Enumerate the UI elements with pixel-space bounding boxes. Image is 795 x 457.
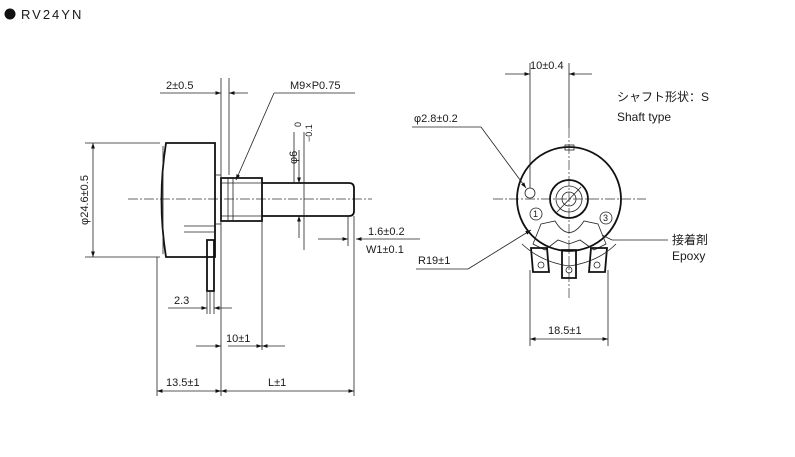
- front-epoxy-area: [532, 220, 607, 251]
- front-terminal-hole-mid: [565, 266, 573, 274]
- dim-body-len: 13.5±1: [166, 377, 200, 389]
- dim-bushing-len: 10±1: [226, 333, 250, 345]
- dim-shaft-dia-lower-tol: −0.1: [304, 124, 314, 142]
- front-shaft-slot: [556, 186, 582, 213]
- front-shaft-outer: [549, 179, 589, 219]
- dim-bushing-thickness: 2±0.5: [166, 80, 193, 92]
- front-terminal-lug-mid: [561, 249, 577, 279]
- epoxy-jp: 接着剤: [672, 232, 708, 247]
- dim-flat-depth: 1.6±0.2: [368, 226, 405, 238]
- thread-leader-line: [235, 92, 275, 181]
- epoxy-en: Epoxy: [672, 249, 705, 263]
- side-body: [160, 142, 216, 258]
- terminal-1-marker: [529, 207, 543, 221]
- hole-leader-line: [480, 126, 527, 189]
- side-view: 2±0.5 M9×P0.75 φ6 0 −0.1 φ24.6±0.5 1.6±0…: [79, 78, 420, 396]
- dim-hole: φ2.8±0.2: [414, 113, 458, 125]
- side-bushing-thread: [221, 178, 262, 221]
- terminal-3-label: 3: [603, 213, 608, 223]
- title-block: RV24YN: [4, 7, 83, 22]
- front-terminal-lug-left: [530, 247, 550, 273]
- title-bullet-icon: [4, 8, 16, 20]
- shaft-type-en: Shaft type: [617, 110, 671, 124]
- radius-leader-line: [467, 229, 532, 270]
- dim-shaft-dia-upper-tol: 0: [293, 122, 303, 127]
- dim-radius: R19±1: [418, 255, 450, 267]
- front-hole: [524, 187, 536, 199]
- dim-width: 18.5±1: [548, 325, 582, 337]
- dim-thread: M9×P0.75: [290, 80, 340, 92]
- terminal-1-label: 1: [533, 209, 538, 219]
- front-shaft-inner: [555, 185, 583, 213]
- front-body-circle: [516, 146, 622, 252]
- front-terminal-hole-left: [537, 261, 545, 269]
- dim-body-dia: φ24.6±0.5: [79, 175, 91, 225]
- dim-shaft-len: L±1: [268, 377, 286, 389]
- title: RV24YN: [21, 7, 83, 22]
- dim-shaft-dia: φ6: [288, 151, 300, 164]
- front-terminal-lug-right: [588, 247, 608, 273]
- side-shaft: [262, 182, 355, 217]
- front-shaft-core: [561, 191, 577, 207]
- front-key-notch: [564, 144, 575, 151]
- radius-arc: [521, 243, 617, 267]
- front-view: 1 3 10±0.4 φ2.8±0.2 R19±1 18.5±1: [412, 60, 709, 346]
- side-bushing: [220, 177, 263, 222]
- dim-terminal: 2.3: [174, 295, 189, 307]
- front-terminal-hole-right: [593, 261, 601, 269]
- side-terminal: [206, 239, 215, 292]
- dim-terminal-spacing: 10±0.4: [530, 60, 564, 72]
- epoxy-leader-line: [601, 234, 613, 241]
- dim-flat-width: W1±0.1: [366, 244, 404, 256]
- terminal-3-marker: [599, 211, 613, 225]
- shaft-type-jp: シャフト形状：S: [617, 90, 709, 104]
